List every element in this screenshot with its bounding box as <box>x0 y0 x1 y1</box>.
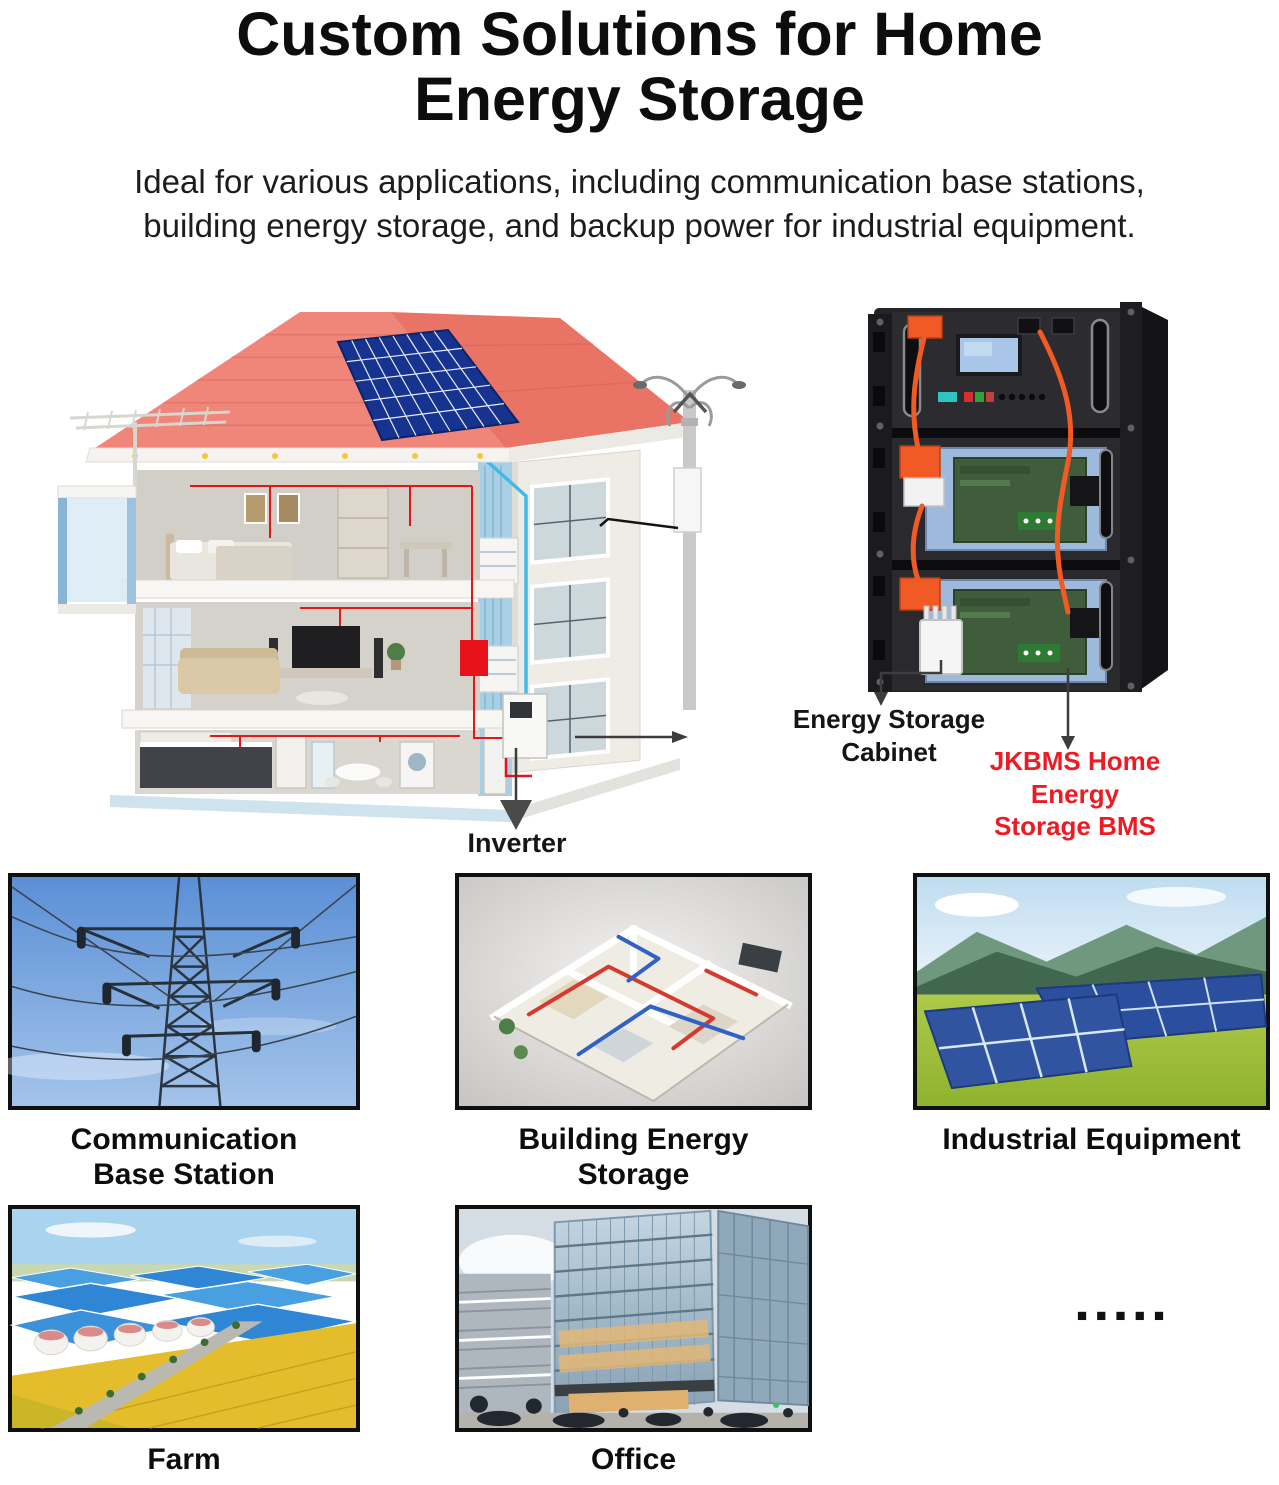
more-applications-indicator: ■■■■■ <box>1076 1306 1174 1325</box>
led-indicators <box>938 392 1046 402</box>
cabinet-unit-bottom <box>892 570 1120 690</box>
cabinet-unit-middle <box>892 438 1120 560</box>
caption-building-energy-storage: Building Energy Storage <box>518 1123 749 1192</box>
floor-middle-living <box>135 602 480 710</box>
house-base <box>110 758 680 822</box>
data-connector <box>1070 476 1100 506</box>
tile-office <box>455 1205 812 1432</box>
farm-road <box>51 1321 263 1428</box>
rack-rails <box>868 302 1142 692</box>
orange-connector-mid <box>899 445 941 479</box>
cabinet-side-panel <box>1140 306 1168 690</box>
grid-service-cable <box>599 517 679 530</box>
left-building <box>458 1273 551 1417</box>
left-balcony <box>57 485 137 614</box>
floor-slab-upper <box>121 579 515 599</box>
cabinet-unit-top <box>892 312 1120 428</box>
page-title: Custom Solutions for Home Energy Storage <box>236 0 1043 134</box>
pole-meter-box <box>673 467 702 533</box>
solar-panel-array <box>336 328 520 442</box>
inverter-box <box>502 693 548 778</box>
caption-office: Office <box>590 1443 677 1476</box>
tile-farm <box>8 1205 360 1432</box>
glass-tower <box>553 1209 716 1416</box>
communication-tower-image <box>0 876 357 1107</box>
floorplan-image <box>459 877 808 1106</box>
caption-communication-base-station: Communication Base Station <box>70 1123 298 1192</box>
right-building <box>717 1209 809 1407</box>
energy-storage-cabinet-illustration <box>868 302 1168 692</box>
floor-slab-middle <box>121 709 515 729</box>
farm-image <box>9 1209 357 1429</box>
floor-top-bedroom <box>135 470 480 580</box>
orange-connector-top <box>907 315 943 339</box>
roof <box>85 312 694 463</box>
jkbms-bms-label: JKBMS Home Energy Storage BMS <box>989 746 1161 841</box>
inverter-label: Inverter <box>467 828 567 858</box>
solar-array <box>923 973 1268 1090</box>
tile-communication-base-station <box>0 873 360 1110</box>
handle-right <box>1090 318 1110 414</box>
tile-building-energy-storage <box>455 873 812 1110</box>
pergola <box>69 406 231 496</box>
data-connector <box>1070 608 1100 638</box>
utility-pole <box>599 375 746 710</box>
silos <box>34 1317 215 1356</box>
caption-farm: Farm <box>147 1443 221 1476</box>
breaker-box <box>460 640 488 676</box>
solar-farm-image <box>917 877 1268 1106</box>
street <box>459 1412 808 1428</box>
floor-bottom-kitchen <box>135 730 480 794</box>
caption-industrial-equipment: Industrial Equipment <box>942 1123 1241 1156</box>
office-building-image <box>458 1209 809 1428</box>
house-cutaway-illustration <box>57 312 746 822</box>
energy-storage-cabinet-label: Energy Storage Cabinet <box>792 704 986 767</box>
tile-industrial-equipment <box>913 873 1270 1110</box>
orange-cables <box>910 329 1074 615</box>
page-subtitle: Ideal for various applications, includin… <box>134 163 1145 244</box>
orange-connector-bottom <box>899 577 941 611</box>
red-electrical-wiring <box>190 485 506 752</box>
